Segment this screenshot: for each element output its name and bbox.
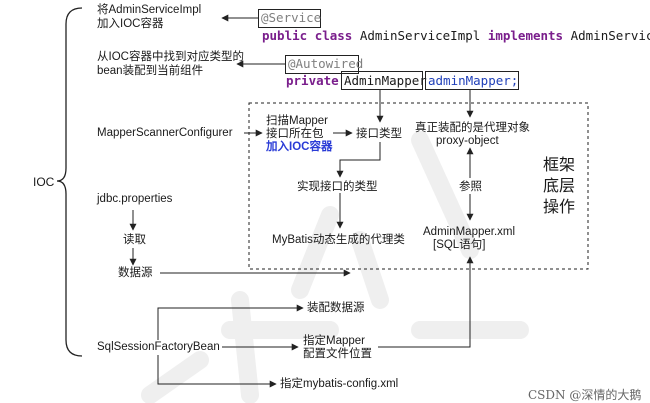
datasource-label: 数据源	[118, 267, 153, 279]
arrow-factory-to-assemble	[157, 304, 304, 340]
framework-dashed-box	[248, 102, 589, 270]
ioc-brace	[56, 7, 83, 357]
autowired-annotation: @Autowired	[288, 56, 364, 71]
mapper-scanner-label: MapperScannerConfigurer	[97, 127, 233, 139]
arrow-mapper-location-to-xml	[378, 256, 474, 348]
real-proxy-line2: proxy-object	[436, 135, 499, 147]
interface-type-label: 接口类型	[356, 128, 402, 140]
framework-label-line1: 框架	[543, 157, 576, 174]
specify-mapper-line2: 配置文件位置	[303, 348, 372, 360]
field-name: adminMapper;	[428, 73, 519, 88]
read-label: 读取	[123, 234, 146, 246]
mapper-xml-line1: AdminMapper.xml	[423, 226, 516, 238]
find-bean-label-line1: 从IOC容器中找到对应类型的	[97, 51, 244, 63]
keyword-class: class	[314, 28, 353, 43]
autowired-annotation-box	[285, 55, 359, 74]
interface-name: AdminService	[570, 28, 650, 43]
add-admin-label-line2: 加入IOC容器	[97, 18, 164, 30]
jdbc-properties-label: jdbc.properties	[97, 193, 173, 205]
field-name-box	[425, 71, 519, 90]
mapper-xml-line2: [SQL语句]	[433, 239, 486, 251]
specify-config-label: 指定mybatis-config.xml	[280, 378, 399, 390]
service-annotation-box	[258, 9, 321, 28]
keyword-private: private	[286, 73, 339, 88]
scan-mapper-line1: 扫描Mapper	[266, 115, 328, 127]
ioc-label: IOC	[33, 175, 55, 189]
service-annotation: @Service	[261, 10, 322, 25]
scan-mapper-line2: 接口所在包	[266, 128, 324, 140]
framework-label-line3: 操作	[543, 199, 576, 216]
find-bean-label-line2: bean装配到当前组件	[97, 65, 204, 77]
field-type-box	[341, 71, 423, 90]
keyword-public: public	[262, 28, 308, 43]
arrow-interface-to-impl	[336, 142, 381, 178]
keyword-implements: implements	[487, 28, 564, 43]
framework-label-line2: 底层	[543, 178, 576, 195]
class-declaration: public class AdminServiceImpl implements…	[262, 28, 650, 44]
sqlsession-factory-label: SqlSessionFactoryBean	[97, 341, 220, 353]
scan-mapper-line3: 加入IOC容器	[266, 141, 333, 153]
class-name: AdminServiceImpl	[359, 28, 481, 43]
reference-label: 参照	[459, 181, 482, 193]
real-proxy-line1: 真正装配的是代理对象	[415, 122, 530, 134]
mybatis-proxy-label: MyBatis动态生成的代理类	[272, 234, 405, 246]
arrow-factory-to-config	[157, 355, 277, 388]
field-type: AdminMapper	[344, 73, 427, 88]
assemble-datasource-label: 装配数据源	[307, 302, 365, 314]
add-admin-label-line1: 将AdminServiceImpl	[97, 4, 202, 16]
csdn-watermark: CSDN @深情的大鹅	[528, 388, 642, 402]
impl-type-label: 实现接口的类型	[297, 181, 378, 193]
specify-mapper-line1: 指定Mapper	[303, 335, 365, 347]
